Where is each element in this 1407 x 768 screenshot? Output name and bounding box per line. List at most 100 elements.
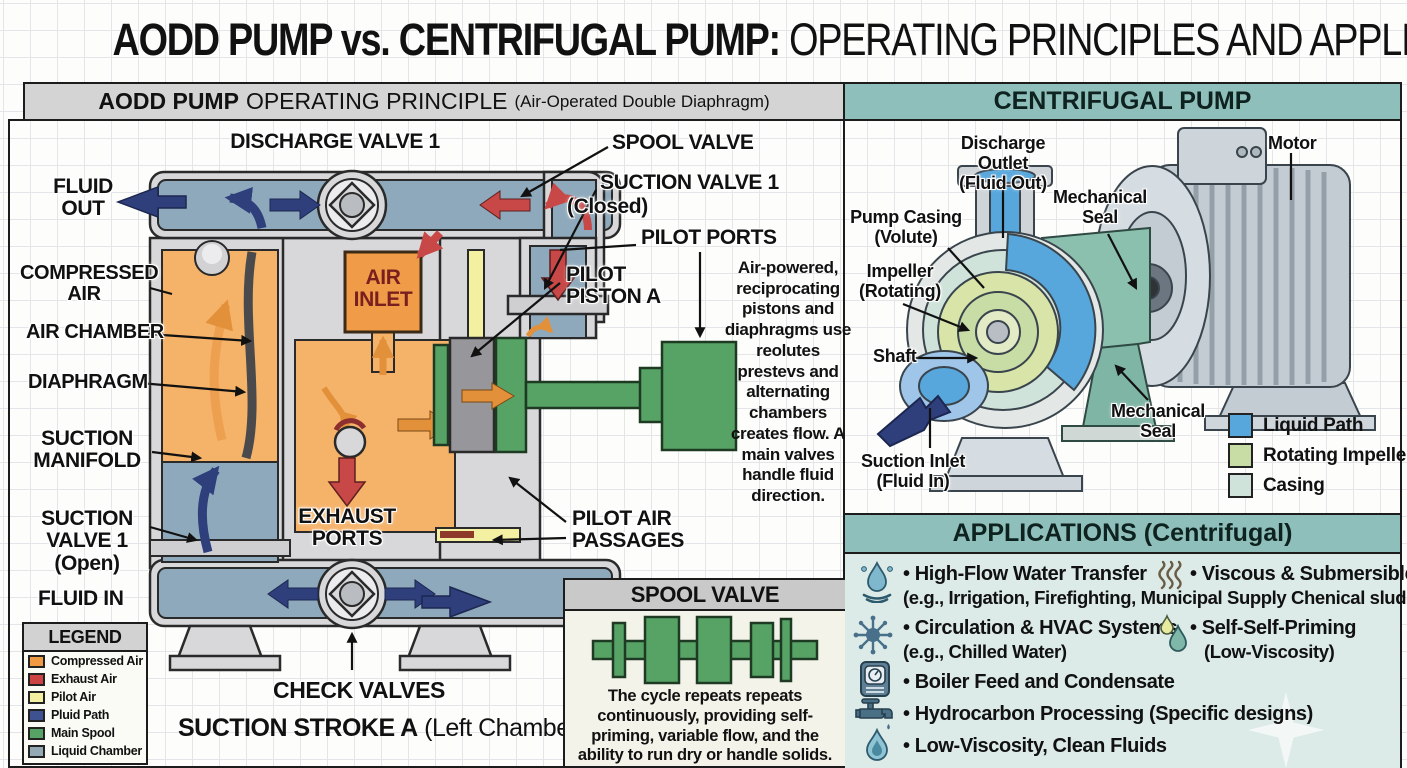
label-spool-valve: SPOOL VALVE <box>612 131 754 154</box>
label-shaft: Shaft <box>873 346 917 366</box>
aodd-description: Air-powered, reciprocating pistons and d… <box>724 258 852 506</box>
page-title-rest: OPERATING PRINCIPLES AND APPLICATIONS <box>789 14 1407 65</box>
liquid-path-cut <box>1004 232 1097 392</box>
label-suction-stroke: SUCTION STROKE A (Left Chamber) <box>178 714 586 743</box>
page-title: AODD PUMP vs. CENTRIFUGAL PUMP: OPERATIN… <box>112 14 1407 66</box>
motor-junction-box <box>1177 127 1267 185</box>
label-pilot-ports: PILOT PORTS <box>641 226 777 249</box>
steam-waves-icon <box>1158 560 1182 590</box>
app-item-subtitle: (e.g., Chilled Water) <box>903 641 1067 662</box>
label-mechanical-seal-top: Mechanical Seal <box>1052 187 1148 227</box>
app-item-subtitle: (e.g., Irrigation, Firefighting, Municip… <box>903 587 1407 608</box>
spool-valve-inset-title: SPOOL VALVE <box>565 580 845 611</box>
app-item-title: Hydrocarbon Processing (Specific designs… <box>903 703 1314 726</box>
legend-swatch <box>28 726 45 740</box>
label-air-chamber: AIR CHAMBER <box>26 321 164 343</box>
app-item-title: Viscous & Submersible <box>1190 563 1407 586</box>
centrifugal-panel-header: CENTRIFUGAL PUMP <box>843 82 1402 121</box>
legend-swatch <box>1228 443 1253 468</box>
label-mechanical-seal-bottom: Mechanical Seal <box>1110 401 1206 441</box>
aodd-header-bold: AODD PUMP <box>98 88 239 114</box>
label-suction-stroke-bold: SUCTION STROKE A <box>178 714 418 742</box>
air-inlet-arrow <box>416 230 444 259</box>
legend-item: Main Spool <box>24 724 146 742</box>
aodd-bottom-manifold <box>267 558 493 630</box>
label-suction-valve-closed-state: (Closed) <box>567 195 648 218</box>
label-diaphragm: DIAPHRAGM <box>28 371 148 393</box>
legend-item: Compressed Air <box>24 652 146 670</box>
centrifugal-pump-illustration <box>876 127 1376 492</box>
app-item-title: Circulation & HVAC Systems <box>903 617 1178 640</box>
circulation-snowflake-icon <box>853 615 893 655</box>
aodd-header-small: (Air-Operated Double Diaphragm) <box>514 91 770 111</box>
label-discharge-outlet: Discharge Outlet(Fluid Out) <box>959 133 1047 193</box>
legend-swatch <box>1228 413 1253 438</box>
legend-swatch <box>1228 473 1253 498</box>
aodd-pump-diagram <box>115 146 738 672</box>
aodd-spool-assembly <box>432 182 738 543</box>
water-drop-icon <box>866 728 888 761</box>
aodd-legend: LEGEND Compressed Air Exhaust Air Pilot … <box>22 622 148 765</box>
app-item-title: High-Flow Water Transfer <box>903 563 1147 586</box>
legend-item: Pilot Air <box>24 688 146 706</box>
label-exhaust-ports: EXHAUST PORTS <box>298 505 396 551</box>
aodd-header-normal: OPERATING PRINCIPLE <box>245 88 508 114</box>
app-item-title: Self-Self-Priming <box>1190 617 1357 640</box>
legend-swatch <box>28 708 45 722</box>
boiler-gauge-icon <box>860 661 890 697</box>
label-air-inlet: AIR INLET <box>353 266 413 312</box>
legend-item: Pluid Path <box>24 706 146 724</box>
centrifugal-leader-lines <box>902 153 1293 448</box>
faucet-icon <box>855 698 893 730</box>
exhaust-down-arrow <box>327 457 367 508</box>
legend-item: Exhaust Air <box>24 670 146 688</box>
label-discharge-valve: DISCHARGE VALVE 1 <box>230 130 440 153</box>
suction-flow-arrow <box>876 394 952 448</box>
label-pilot-piston-a: PILOT PISTON A <box>566 263 661 309</box>
label-suction-manifold: SUCTION MANIFOLD <box>33 427 141 473</box>
aodd-panel-header: AODD PUMP OPERATING PRINCIPLE (Air-Opera… <box>23 82 845 121</box>
label-suction-valve-open: SUCTION VALVE 1 (Open) <box>41 507 133 575</box>
aodd-air-chamber <box>149 240 291 563</box>
air-inlet-box <box>343 250 423 334</box>
legend-swatch <box>28 744 45 758</box>
aodd-center-air-section <box>294 230 456 533</box>
label-pump-casing: Pump Casing(Volute) <box>850 207 962 247</box>
legend-item: Liquid Path <box>1228 413 1407 438</box>
aodd-leader-lines <box>139 146 706 670</box>
app-item-title: Boiler Feed and Condensate <box>903 671 1175 694</box>
app-item-title: Low-Viscosity, Clean Fluids <box>903 735 1167 758</box>
centrifugal-header-text: CENTRIFUGAL PUMP <box>993 87 1252 115</box>
label-suction-inlet: Suction Inlet(Fluid In) <box>860 451 966 491</box>
legend-swatch <box>28 672 45 686</box>
legend-swatch <box>28 654 45 668</box>
page-title-bold: AODD PUMP vs. CENTRIFUGAL PUMP: <box>112 14 782 65</box>
aodd-top-manifold <box>115 169 531 241</box>
shaft-end <box>986 320 1010 344</box>
app-item-subtitle: (Low-Viscosity) <box>1204 641 1335 662</box>
fluid-out-arrow <box>115 185 187 219</box>
legend-item: Rotating Impeller <box>1228 443 1407 468</box>
centrifugal-legend: Liquid Path Rotating Impeller Casing <box>1228 413 1407 503</box>
legend-item: Casing <box>1228 473 1407 498</box>
label-pilot-air-passages: PILOT AIR PASSAGES <box>572 507 684 553</box>
label-impeller: Impeller(Rotating) <box>859 261 941 301</box>
applications-header: APPLICATIONS (Centrifugal) <box>843 513 1402 554</box>
legend-swatch <box>28 690 45 704</box>
twin-droplets-icon <box>1160 614 1187 652</box>
label-suction-stroke-normal: (Left Chamber) <box>417 714 586 742</box>
diaphragm-membrane <box>241 251 257 460</box>
label-fluid-in: FLUID IN <box>38 587 124 610</box>
spool-valve-glyph <box>591 615 819 685</box>
label-check-valves: CHECK VALVES <box>273 677 445 703</box>
fluid-in-arrow <box>421 585 493 619</box>
aodd-legend-title: LEGEND <box>24 624 146 652</box>
label-fluid-out: FLUID OUT <box>53 175 113 221</box>
label-motor: Motor <box>1268 133 1317 153</box>
spool-valve-inset: SPOOL VALVE The cycle repeats repeats co… <box>563 578 847 768</box>
spool-valve-caption: The cycle repeats repeats continuously, … <box>577 687 833 765</box>
droplet-ripples-icon <box>861 561 893 603</box>
label-suction-valve-closed: SUCTION VALVE 1 <box>600 171 779 194</box>
pump-casing <box>876 165 1104 492</box>
